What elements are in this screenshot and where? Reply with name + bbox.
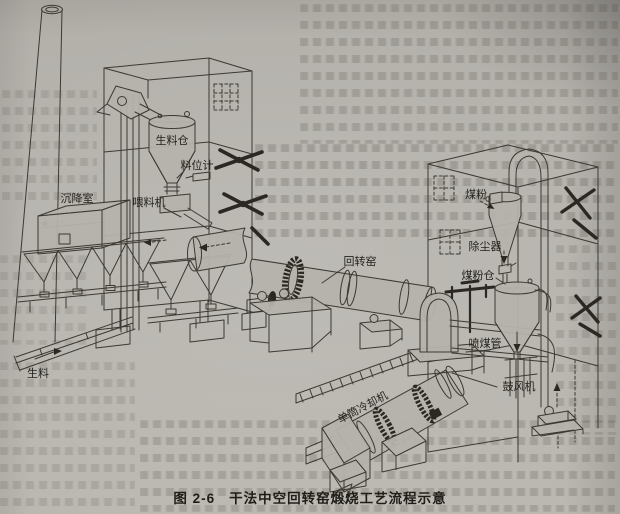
blower-machine bbox=[531, 383, 584, 449]
feeder-device bbox=[159, 193, 213, 230]
wall-brace bbox=[560, 186, 602, 338]
label-dust-collector: 除尘器 bbox=[469, 239, 502, 253]
label-coal-silo: 煤粉仓 bbox=[462, 268, 495, 282]
level-gauge-device bbox=[176, 170, 211, 182]
label-rotary-kiln: 回转窑 bbox=[344, 254, 377, 268]
label-level-gauge: 料位计 bbox=[181, 158, 214, 172]
flow-arrow bbox=[513, 344, 521, 352]
pipe-stand bbox=[465, 349, 491, 375]
support-roller bbox=[369, 314, 379, 323]
diagram-labels: 生料仓 料位计 沉降室 喂料机 回转窑 煤粉 除尘器 煤粉仓 喷煤管 鼓风机 单… bbox=[27, 133, 536, 426]
label-coal-pipe: 喷煤管 bbox=[469, 336, 502, 350]
stairs bbox=[305, 435, 339, 465]
cooler-back-wall bbox=[295, 347, 425, 465]
bucket-elevator bbox=[96, 85, 171, 333]
kiln-tail bbox=[144, 227, 248, 272]
support-roller bbox=[279, 288, 289, 299]
kiln-head-hood bbox=[407, 292, 485, 377]
figure-caption: 图 2-6 干法中空回转窑煅烧工艺流程示意 bbox=[0, 487, 620, 507]
coal-silo bbox=[494, 278, 552, 360]
flow-arrow bbox=[199, 243, 207, 252]
coal-feed-pipe bbox=[451, 347, 549, 363]
raw-meal-silo bbox=[148, 111, 196, 195]
window-grid bbox=[213, 83, 239, 111]
cooler bbox=[321, 365, 469, 504]
spreader-mechanism bbox=[214, 148, 270, 246]
label-feeder: 喂料机 bbox=[133, 195, 166, 209]
raw-meal-conveyor bbox=[13, 316, 136, 372]
label-raw-silo: 生料仓 bbox=[156, 133, 189, 147]
label-raw-material: 生料 bbox=[27, 366, 49, 380]
label-settling-chamber: 沉降室 bbox=[61, 191, 94, 205]
kiln-piers bbox=[249, 288, 403, 353]
figure-title: 干法中空回转窑煅烧工艺流程示意 bbox=[229, 491, 447, 506]
support-gantry bbox=[444, 279, 496, 334]
cooler-drive bbox=[428, 407, 443, 420]
pipe-stand bbox=[504, 356, 538, 399]
cooler-pier bbox=[329, 459, 367, 493]
window-grid bbox=[439, 229, 461, 255]
chimney bbox=[12, 4, 63, 343]
window-grid bbox=[433, 175, 455, 201]
settling-chamber bbox=[37, 199, 131, 255]
label-coal-powder: 煤粉 bbox=[465, 188, 487, 201]
figure-number: 图 2-6 bbox=[173, 491, 216, 506]
air-flow-arrow bbox=[553, 383, 561, 391]
cooler-pier bbox=[381, 427, 427, 473]
support-roller bbox=[257, 291, 267, 301]
flow-arrow bbox=[54, 348, 62, 355]
label-blower: 鼓风机 bbox=[503, 379, 536, 393]
flow-arrow bbox=[144, 239, 151, 246]
girth-ring bbox=[411, 384, 437, 424]
dust-hoppers bbox=[17, 237, 167, 313]
cyclone-dust-collector bbox=[485, 148, 549, 408]
